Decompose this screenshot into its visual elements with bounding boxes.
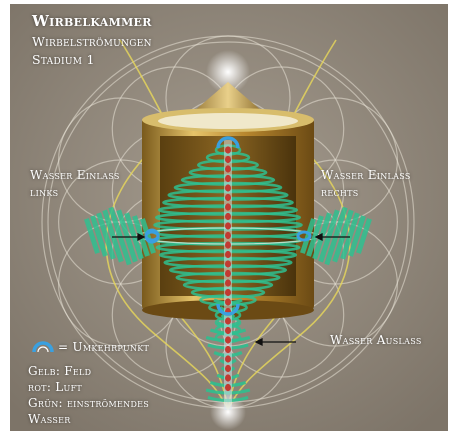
air-bubble (225, 156, 231, 163)
air-bubble (225, 365, 231, 372)
legend-green-line2: Wasser (28, 412, 71, 426)
subtitle-line-2: Stadium 1 (32, 52, 95, 67)
air-bubble (225, 175, 231, 182)
air-bubble (225, 194, 231, 201)
inlet-right-label-line2: rechts (321, 185, 359, 199)
air-bubble (225, 203, 231, 210)
air-bubble (225, 251, 231, 258)
air-bubble (225, 374, 231, 381)
air-bubble (225, 241, 231, 248)
legend-green: Grün: einströmendes (28, 396, 149, 410)
air-bubble (225, 346, 231, 353)
outlet-label: Wasser Auslass (330, 333, 422, 347)
legend-turn-point: = Umkehrpunkt (58, 340, 149, 354)
air-bubble (225, 146, 231, 153)
air-bubble (225, 232, 231, 239)
inlet-right-label: Wasser Einlass (321, 168, 411, 182)
air-bubble (225, 270, 231, 277)
inlet-left-label: Wasser Einlass (30, 168, 120, 182)
air-bubble (225, 213, 231, 220)
air-bubble (225, 355, 231, 362)
legend-yellow: Gelb: Feld (28, 364, 91, 378)
subtitle-line-1: Wirbelströmungen (32, 34, 152, 49)
air-bubble (225, 260, 231, 267)
air-bubble (225, 279, 231, 286)
air-bubble (225, 317, 231, 324)
air-bubble (225, 289, 231, 296)
air-bubble (225, 222, 231, 229)
air-bubble (225, 327, 231, 334)
air-bubble (225, 184, 231, 191)
air-bubble (225, 165, 231, 172)
diagram-title: Wirbelkammer (32, 12, 152, 30)
air-bubble (225, 298, 231, 305)
inlet-left-label-line2: links (30, 185, 58, 199)
air-bubble (225, 384, 231, 391)
air-bubble (225, 336, 231, 343)
legend-red: rot: Luft (28, 380, 82, 394)
